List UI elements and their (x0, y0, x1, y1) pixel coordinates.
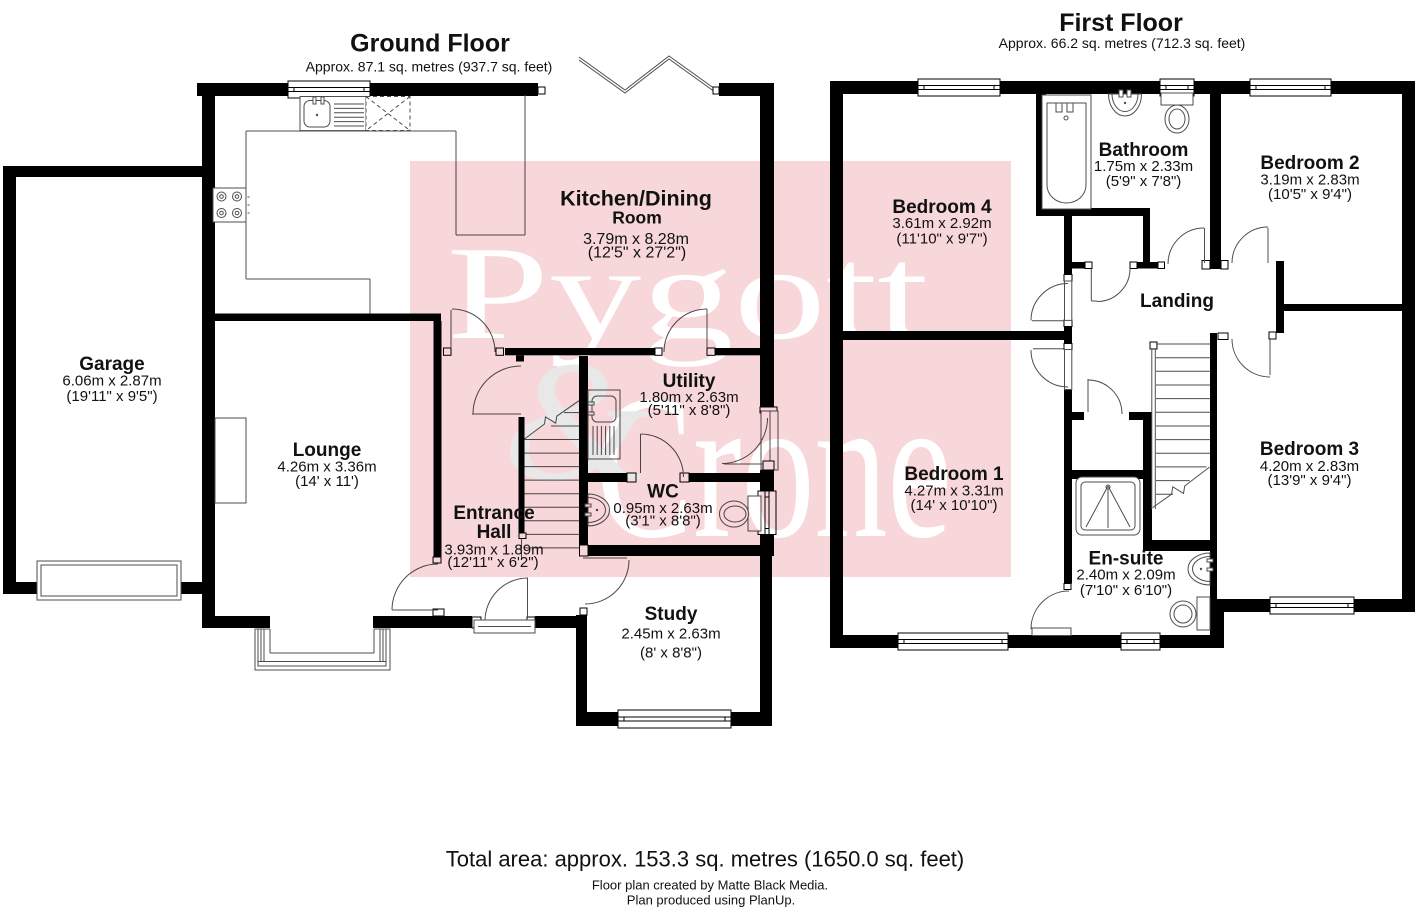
svg-text:3.93m x 1.89m: 3.93m x 1.89m (444, 542, 543, 559)
svg-text:Bedroom 2: Bedroom 2 (1260, 153, 1359, 174)
svg-text:Utility: Utility (663, 371, 716, 392)
svg-text:Garage: Garage (79, 354, 144, 375)
svg-text:(8' x 8'8"): (8' x 8'8") (640, 645, 702, 662)
svg-text:En-suite: En-suite (1089, 548, 1164, 569)
svg-text:Kitchen/Dining: Kitchen/Dining (560, 186, 712, 210)
svg-text:(7'10" x 6'10"): (7'10" x 6'10") (1080, 582, 1172, 599)
svg-text:Room: Room (612, 208, 662, 228)
svg-text:(12'5" x 27'2"): (12'5" x 27'2") (588, 245, 686, 262)
svg-text:WC: WC (647, 482, 679, 503)
svg-text:(3'1" x 8'8"): (3'1" x 8'8") (625, 512, 701, 529)
svg-text:3.79m x 8.28m: 3.79m x 8.28m (583, 231, 689, 248)
svg-text:Floor plan created by Matte Bl: Floor plan created by Matte Black Media. (592, 878, 828, 893)
svg-text:1.75m x 2.33m: 1.75m x 2.33m (1094, 158, 1193, 175)
svg-text:3.19m x 2.83m: 3.19m x 2.83m (1260, 172, 1359, 189)
svg-text:First Floor: First Floor (1059, 9, 1183, 37)
svg-text:Ground Floor: Ground Floor (350, 30, 510, 58)
svg-text:&: & (502, 327, 652, 517)
svg-text:Approx. 87.1 sq. metres (937.7: Approx. 87.1 sq. metres (937.7 sq. feet) (306, 59, 553, 75)
svg-text:Bedroom 4: Bedroom 4 (892, 197, 992, 218)
svg-text:(5'11" x 8'8"): (5'11" x 8'8") (648, 402, 731, 419)
svg-text:2.45m x 2.63m: 2.45m x 2.63m (621, 626, 720, 643)
svg-text:Approx. 66.2 sq. metres (712.3: Approx. 66.2 sq. metres (712.3 sq. feet) (999, 35, 1246, 51)
svg-text:(10'5" x 9'4"): (10'5" x 9'4") (1268, 186, 1352, 203)
svg-text:Landing: Landing (1140, 291, 1214, 312)
svg-text:4.20m x 2.83m: 4.20m x 2.83m (1260, 458, 1359, 475)
svg-text:2.40m x 2.09m: 2.40m x 2.09m (1076, 567, 1175, 584)
svg-text:(14' x 11'): (14' x 11') (295, 473, 359, 490)
svg-text:Total area: approx. 153.3 sq.: Total area: approx. 153.3 sq. metres (16… (446, 847, 965, 872)
svg-text:Bedroom 3: Bedroom 3 (1260, 439, 1359, 460)
svg-text:1.80m x 2.63m: 1.80m x 2.63m (639, 389, 738, 406)
svg-text:(19'11" x 9'5"): (19'11" x 9'5") (66, 388, 157, 405)
svg-text:Hall: Hall (477, 522, 512, 543)
svg-text:(12'11" x 6'2"): (12'11" x 6'2") (447, 554, 538, 571)
svg-text:4.26m x 3.36m: 4.26m x 3.36m (277, 459, 376, 476)
svg-text:(14' x 10'10"): (14' x 10'10") (911, 497, 998, 514)
svg-text:(13'9" x 9'4"): (13'9" x 9'4") (1268, 472, 1352, 489)
svg-text:(11'10" x 9'7"): (11'10" x 9'7") (896, 230, 987, 247)
svg-text:3.61m x 2.92m: 3.61m x 2.92m (892, 215, 991, 232)
svg-text:Plan produced using PlanUp.: Plan produced using PlanUp. (627, 893, 795, 908)
svg-text:Bathroom: Bathroom (1099, 140, 1189, 161)
svg-text:Pygott: Pygott (447, 219, 929, 367)
svg-text:Crone: Crone (596, 352, 952, 581)
svg-text:Entrance: Entrance (453, 503, 534, 524)
svg-text:Bedroom 1: Bedroom 1 (904, 464, 1004, 485)
svg-text:4.27m x 3.31m: 4.27m x 3.31m (904, 483, 1003, 500)
svg-text:Lounge: Lounge (293, 440, 362, 461)
svg-text:0.95m x 2.63m: 0.95m x 2.63m (613, 500, 712, 517)
svg-text:(5'9" x 7'8"): (5'9" x 7'8") (1106, 173, 1182, 190)
svg-text:6.06m x 2.87m: 6.06m x 2.87m (62, 373, 161, 390)
svg-text:Study: Study (645, 604, 698, 625)
